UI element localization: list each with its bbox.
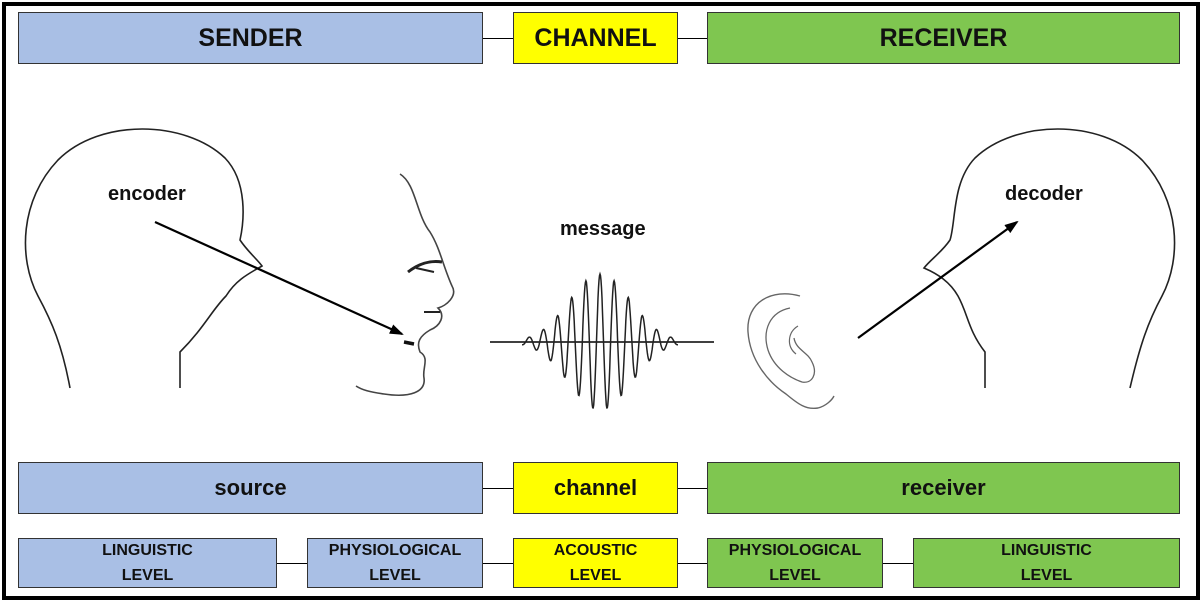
receiver-box: RECEIVER	[707, 12, 1180, 64]
channel-box: CHANNEL	[513, 12, 678, 64]
channel-row-label: channel	[553, 475, 638, 500]
receiver-row-label: receiver	[901, 475, 986, 500]
level-line2: LEVEL	[569, 567, 622, 584]
connector	[883, 563, 913, 564]
level-line1: ACOUSTIC	[553, 542, 638, 559]
sender-box: SENDER	[18, 12, 483, 64]
sender-physiological-level-box: PHYSIOLOGICAL LEVEL	[307, 538, 483, 588]
connector	[678, 38, 707, 39]
level-line2: LEVEL	[369, 567, 421, 584]
ear-concha	[788, 325, 799, 355]
connector	[678, 488, 707, 489]
level-line2: LEVEL	[769, 567, 821, 584]
ear-inner	[765, 307, 816, 383]
source-label: source	[214, 475, 287, 500]
sender-brow	[415, 267, 435, 273]
message-label: message	[560, 218, 646, 240]
receiver-label: RECEIVER	[879, 23, 1008, 52]
level-line1: PHYSIOLOGICAL	[728, 542, 862, 559]
receiver-linguistic-level-box: LINGUISTIC LEVEL	[913, 538, 1180, 588]
acoustic-level-box: ACOUSTIC LEVEL	[513, 538, 678, 588]
connector	[678, 563, 707, 564]
sender-label: SENDER	[198, 23, 303, 52]
connector	[277, 563, 307, 564]
channel-row-box: channel	[513, 462, 678, 514]
level-line2: LEVEL	[121, 567, 174, 584]
level-line1: LINGUISTIC	[1001, 542, 1092, 559]
channel-label: CHANNEL	[534, 23, 657, 52]
decoder-arrow	[857, 220, 1019, 339]
sender-eye	[407, 260, 443, 274]
connector	[483, 563, 513, 564]
decoder-label: decoder	[1005, 183, 1083, 205]
sender-face-profile	[355, 173, 455, 396]
ear-outline	[747, 293, 835, 410]
sender-mouth	[403, 340, 415, 346]
message-waveform	[522, 271, 678, 409]
sender-linguistic-level-box: LINGUISTIC LEVEL	[18, 538, 277, 588]
encoder-label: encoder	[108, 183, 186, 205]
receiver-row-box: receiver	[707, 462, 1180, 514]
connector	[483, 488, 513, 489]
level-line2: LEVEL	[1020, 567, 1073, 584]
connector	[483, 38, 513, 39]
receiver-physiological-level-box: PHYSIOLOGICAL LEVEL	[707, 538, 883, 588]
receiver-head-outline	[922, 128, 1176, 389]
level-line1: LINGUISTIC	[102, 542, 193, 559]
encoder-arrow	[154, 220, 404, 336]
sender-head-outline	[24, 128, 264, 389]
level-line1: PHYSIOLOGICAL	[328, 542, 462, 559]
source-box: source	[18, 462, 483, 514]
